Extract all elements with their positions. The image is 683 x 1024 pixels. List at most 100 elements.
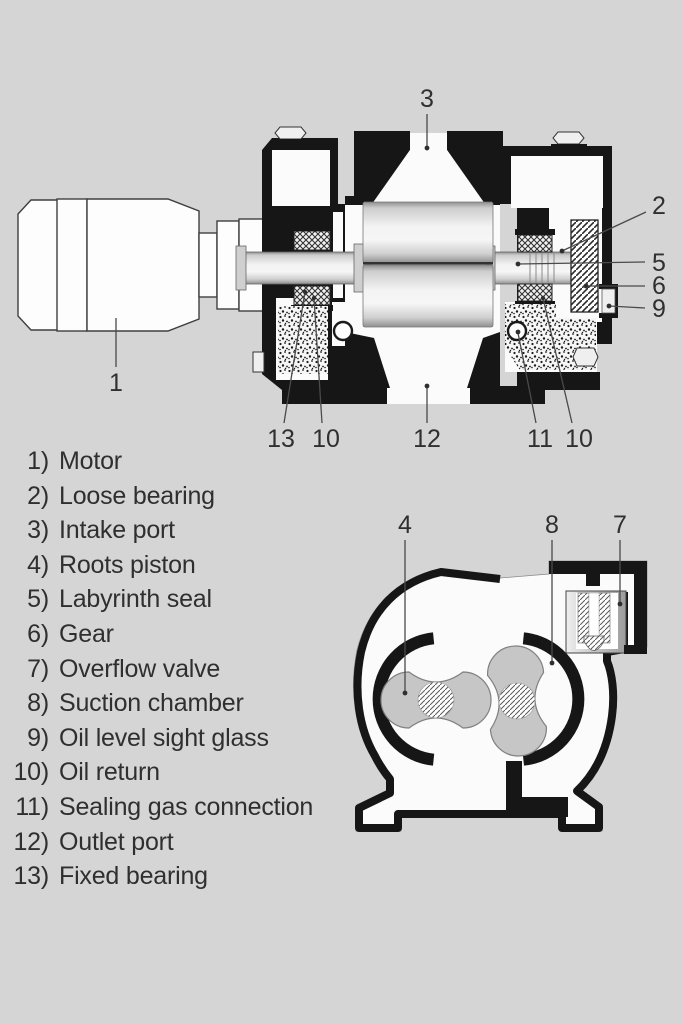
- leader-12-dot: [424, 383, 430, 389]
- legend-label: Overflow valve: [59, 654, 221, 683]
- motor-neck: [198, 232, 218, 298]
- leader-3-dot: [424, 145, 430, 151]
- legend-label: Labyrinth seal: [59, 585, 212, 614]
- section-callouts: 4 8 7: [398, 511, 627, 696]
- callout-10-right: 10: [565, 425, 593, 453]
- outlet-walls: [345, 196, 500, 388]
- chamber-lintel-right: [485, 196, 500, 205]
- leader-7-dot: [617, 601, 623, 607]
- intake-port-cavity: [372, 133, 485, 204]
- callout-9: 9: [652, 295, 666, 323]
- legend: 1) Motor 2) Loose bearing 3) Intake port…: [6, 444, 336, 894]
- legend-number: 12): [13, 827, 49, 856]
- legend-item-10: 10) Oil return: [6, 755, 336, 790]
- callout-1: 1: [109, 369, 123, 397]
- roots-pistons: [380, 645, 547, 757]
- loose-bearing-upper: [517, 234, 553, 253]
- legend-label: Fixed bearing: [59, 862, 208, 891]
- callout-8: 8: [545, 511, 559, 539]
- bolt-right-side: [572, 347, 599, 367]
- legend-label: Suction chamber: [59, 689, 244, 718]
- leader-11: [517, 332, 537, 424]
- oil-area-right: [505, 304, 596, 370]
- shaft-and-rotors: [235, 201, 572, 328]
- legend-number: 13): [13, 862, 49, 891]
- legend-number: 5): [27, 585, 49, 614]
- outlet-funnel: [370, 334, 487, 386]
- callout-5: 5: [652, 249, 666, 277]
- leader-10-right-dot: [540, 295, 546, 301]
- piston-shaft-right: [498, 682, 536, 720]
- legend-item-3: 3) Intake port: [6, 513, 336, 548]
- leader-6-dot: [583, 283, 589, 289]
- legend-number: 6): [27, 619, 49, 648]
- legend-label: Loose bearing: [59, 481, 215, 510]
- main-callouts: 1 3 2 5 6 9 13 10 12: [109, 85, 666, 453]
- bolt-top-left: [274, 126, 307, 140]
- legend-label: Oil return: [59, 758, 160, 787]
- section-bottom-support: [506, 761, 568, 817]
- valve-tip: [583, 635, 605, 651]
- leader-2: [561, 211, 647, 252]
- legend-number: 11): [15, 792, 49, 821]
- outlet-wall-left: [345, 332, 390, 388]
- legend-item-9: 9) Oil level sight glass: [6, 721, 336, 756]
- callout-6: 6: [652, 272, 666, 300]
- valve-top-stem: [586, 572, 600, 586]
- callout-2: 2: [652, 192, 666, 220]
- legend-item-11: 11) Sealing gas connection: [6, 790, 336, 825]
- main-cross-section: 1 3 2 5 6 9 13 10 12: [17, 85, 666, 453]
- valve-stem-left: [577, 592, 590, 644]
- chamber-wall-right: [522, 632, 585, 766]
- motor-end-cap: [17, 199, 61, 331]
- legend-number: 10): [13, 758, 49, 787]
- legend-label: Outlet port: [59, 827, 174, 856]
- outlet-opening: [387, 386, 470, 404]
- bolt-top-left-washer: [273, 139, 309, 144]
- leader-5: [517, 261, 646, 265]
- leader-5-dot: [515, 261, 521, 267]
- legend-number: 7): [27, 654, 49, 683]
- callout-12: 12: [413, 425, 441, 453]
- legend-label: Gear: [59, 619, 114, 648]
- legend-item-5: 5) Labyrinth seal: [6, 582, 336, 617]
- legend-item-7: 7) Overflow valve: [6, 652, 336, 687]
- oil-return-hole: [332, 320, 354, 342]
- sight-glass-frame-bottom: [599, 313, 618, 318]
- leader-13: [283, 291, 306, 424]
- leader-11-dot: [515, 329, 521, 335]
- legend-label: Intake port: [59, 516, 175, 545]
- loose-bearing-lower: [517, 283, 553, 302]
- legend-item-13: 13) Fixed bearing: [6, 859, 336, 894]
- leader-4-dot: [402, 690, 408, 696]
- callout-13: 13: [267, 425, 295, 453]
- callout-7: 7: [613, 511, 627, 539]
- legend-item-6: 6) Gear: [6, 617, 336, 652]
- legend-label: Oil level sight glass: [59, 723, 269, 752]
- motor-ring: [56, 198, 88, 332]
- legend-item-1: 1) Motor: [6, 444, 336, 479]
- motor: [17, 198, 266, 332]
- sight-glass-window: [601, 288, 616, 314]
- leader-10-left: [313, 297, 323, 424]
- oil-area-left: [278, 306, 328, 374]
- fixed-bearing-lower: [293, 285, 331, 306]
- bolt-top-right: [552, 131, 585, 145]
- callout-10-left: 10: [312, 425, 340, 453]
- bolt-top-right-washer: [551, 144, 587, 149]
- leader-9-dot: [606, 303, 612, 309]
- right-block-cavity: [511, 156, 603, 208]
- callout-3: 3: [420, 85, 434, 113]
- valve-top-bar: [549, 561, 646, 574]
- roots-piston-lower: [362, 264, 494, 328]
- legend-item-2: 2) Loose bearing: [6, 479, 336, 514]
- callout-11: 11: [527, 425, 553, 453]
- drive-shaft-right: [492, 251, 572, 285]
- fixed-bearing-upper: [293, 230, 331, 251]
- motor-body: [86, 198, 200, 332]
- legend-item-12: 12) Outlet port: [6, 825, 336, 860]
- valve-bottom-ledge: [624, 645, 647, 654]
- oil-sight-glass: [599, 284, 618, 318]
- legend-number: 4): [27, 550, 49, 579]
